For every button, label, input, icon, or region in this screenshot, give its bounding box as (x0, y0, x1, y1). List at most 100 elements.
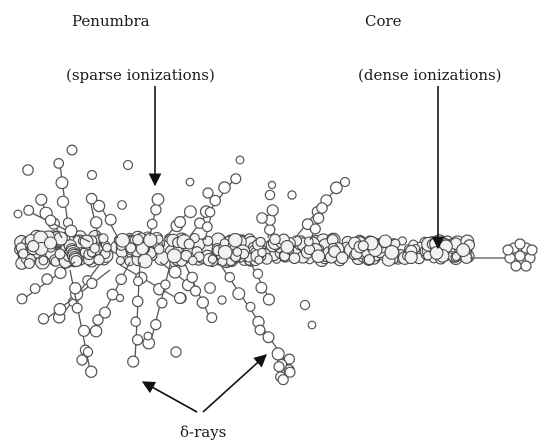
delta-ray-bead (42, 274, 52, 284)
delta-ray-bead (134, 277, 143, 286)
track-end-cluster (503, 239, 537, 271)
delta-ray-bead (205, 208, 214, 217)
ionization-bead (256, 237, 265, 246)
delta-ray-bead (152, 194, 164, 206)
delta-ray-bead (151, 320, 161, 330)
penumbra-description: (sparse ionizations) (66, 66, 215, 84)
delta-ray-bead (131, 317, 140, 326)
sparse-ionization (255, 325, 265, 335)
end-cluster-bead (527, 245, 537, 255)
delta-rays-arrow-right (203, 355, 266, 412)
sparse-ionization (171, 347, 181, 357)
delta-ray-bead (90, 326, 101, 337)
delta-ray-bead (151, 205, 161, 215)
ion-track-core (15, 230, 475, 269)
ionization-bead (90, 244, 99, 253)
ionization-bead (55, 249, 65, 259)
delta-ray-bead (197, 297, 208, 308)
sparse-ionization (67, 145, 77, 155)
delta-ray-bead (116, 274, 126, 284)
sparse-ionization (341, 178, 350, 187)
delta-rays-arrow-left (143, 382, 197, 412)
ionization-bead (94, 255, 104, 265)
delta-ray-bead (231, 174, 241, 184)
delta-ray-bead (38, 314, 48, 324)
delta-ray-bead (133, 335, 143, 345)
ionization-bead (336, 252, 347, 263)
delta-rays-label: δ-rays (180, 423, 226, 441)
ionization-bead (358, 241, 368, 251)
sparse-ionization (88, 171, 97, 180)
delta-ray-bead (36, 194, 47, 205)
sparse-ionization (257, 213, 267, 223)
delta-ray-bead (256, 282, 267, 293)
delta-ray-bead (263, 332, 274, 343)
delta-ray-bead (207, 313, 217, 323)
delta-ray-bead (24, 205, 34, 215)
ionization-bead (208, 255, 216, 263)
end-cluster-bead (511, 261, 521, 271)
sparse-ionization (14, 210, 22, 218)
delta-ray-bead (57, 196, 68, 207)
end-cluster-bead (521, 261, 531, 271)
ionization-bead (233, 248, 242, 257)
delta-ray-bead (219, 182, 230, 193)
delta-ray-bead (133, 296, 143, 306)
ionization-bead (281, 241, 294, 254)
delta-ray-bead (94, 200, 105, 211)
end-cluster-bead (515, 239, 525, 249)
ionization-bead (45, 237, 57, 249)
ionization-bead (304, 237, 313, 246)
delta-ray-bead (147, 219, 157, 229)
sparse-ionization (124, 161, 133, 170)
delta-ray-bead (157, 298, 167, 308)
ionization-bead (116, 257, 124, 265)
sparse-ionization (186, 178, 194, 186)
sparse-ionization (218, 296, 226, 304)
sparse-ionization (77, 355, 87, 365)
delta-ray-bead (185, 206, 197, 218)
sparse-ionization (144, 332, 152, 340)
delta-ray-bead (70, 283, 81, 294)
delta-ray-bead (263, 294, 274, 305)
delta-ray-bead (313, 213, 323, 223)
sparse-ionization (317, 203, 327, 213)
delta-ray-bead (79, 325, 90, 336)
sparse-ionization (288, 191, 296, 199)
ionization-bead (405, 251, 417, 263)
ionization-bead (203, 236, 213, 246)
sparse-ionization (93, 315, 103, 325)
delta-ray-bead (161, 280, 170, 289)
delta-ray-bead (253, 269, 262, 278)
ionization-bead (312, 250, 325, 263)
sparse-ionization (308, 321, 316, 329)
delta-ray-bead (30, 284, 40, 294)
delta-ray-bead (191, 286, 201, 296)
ionization-bead (430, 247, 443, 260)
delta-ray-bead (17, 294, 27, 304)
ionization-bead (167, 249, 181, 263)
ionization-bead (457, 244, 470, 257)
sparse-ionization (203, 188, 213, 198)
sparse-ionization (118, 201, 127, 210)
end-cluster-bead (503, 245, 513, 255)
sparse-ionization (23, 165, 33, 175)
ionization-bead (255, 256, 263, 264)
delta-ray-bead (310, 224, 320, 234)
ionization-bead (184, 239, 194, 249)
ionization-bead (99, 234, 108, 243)
delta-ray-bead (56, 177, 68, 189)
delta-ray-bead (72, 303, 82, 313)
ionization-bead (270, 234, 280, 244)
ionization-bead (189, 256, 198, 265)
sparse-ionization (265, 190, 274, 199)
sparse-ionization (300, 300, 309, 309)
delta-ray-bead (54, 159, 64, 169)
end-cluster-bead (515, 251, 525, 261)
delta-ray-bead (105, 214, 116, 225)
ionization-bead (39, 256, 48, 265)
delta-ray-bead (87, 278, 97, 288)
ionization-bead (71, 256, 82, 267)
delta-ray-bead (65, 225, 77, 237)
